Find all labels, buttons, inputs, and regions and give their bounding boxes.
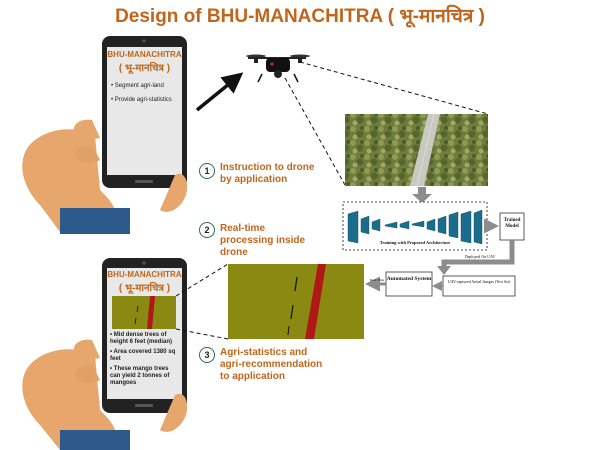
bottom-app-name: BHU-MANACHITRA	[107, 270, 182, 279]
real-time-label: Real Time	[369, 278, 385, 282]
nn-layer-block	[399, 220, 410, 230]
nn-layer-block	[437, 215, 447, 235]
automated-system-box	[385, 271, 433, 297]
nn-layer-block	[347, 210, 359, 244]
bottom-app-name-hindi: ( भू-मानचित्र )	[118, 283, 171, 294]
bottom-bullet-1: • Mid dense trees of height 6 feet (medi…	[110, 332, 173, 345]
bottom-phone-stats: • Mid dense trees of height 6 feet (medi…	[110, 332, 180, 387]
nn-layer-block	[411, 220, 425, 228]
phone-segmentation-map	[112, 296, 176, 329]
trained-model-label: Trained Model	[503, 218, 521, 229]
nn-caption: Training with Proposed Architecture	[379, 240, 451, 245]
aerial-image	[345, 113, 488, 187]
nn-layer-block	[426, 218, 436, 232]
top-app-name: BHU-MANACHITRA	[107, 50, 182, 59]
top-thumb	[160, 173, 188, 212]
arrow-model-to-system-head	[437, 266, 451, 275]
top-phone-screen: BHU-MANACHITRA ( भू-मानचित्र ) • Segment…	[107, 50, 182, 104]
bottom-bullet-2: • Area covered 1380 sq feet	[110, 349, 176, 362]
view-line-right	[299, 61, 489, 115]
page-title: Design of BHU-MANACHITRA ( भू-मानचित्र )	[115, 6, 485, 27]
output-line-top	[175, 263, 229, 297]
deployed-label: Deployed On UAV	[464, 254, 496, 259]
bottom-bullet-3: • These mango trees can yield 2 tonnes o…	[110, 366, 170, 386]
nn-layer-block	[360, 215, 370, 235]
bottom-thumb	[160, 393, 188, 432]
nn-layer-block	[460, 210, 472, 244]
top-bullet-1: • Segment agri-land	[111, 83, 164, 89]
top-app-name-hindi: ( भू-मानचित्र )	[118, 63, 171, 74]
uav-images-label: UAV-captured Aerial Images (Test Set)	[447, 279, 511, 284]
trained-model-box	[499, 212, 525, 241]
bottom-hand	[22, 339, 130, 450]
arrow-model-to-system	[441, 240, 515, 268]
top-bullet-2: • Provide agri-statistics	[111, 97, 172, 103]
step-2-number: 2	[199, 222, 215, 238]
segmentation-output	[228, 264, 364, 339]
nn-layer-block	[371, 218, 381, 232]
arrow-phone-to-drone	[195, 72, 244, 112]
top-hand	[22, 119, 130, 234]
automated-system-label: Automated System	[386, 276, 432, 282]
step-1-text: Instruction to drone by application	[220, 162, 315, 185]
nn-layer-block	[448, 211, 459, 239]
step-2-text: Real-time processing inside drone	[220, 223, 306, 258]
nn-layers	[347, 209, 483, 245]
step-3-text: Agri-statistics and agri-recommendation …	[220, 347, 323, 382]
step-3-number: 3	[199, 347, 215, 363]
step-1-number: 1	[199, 163, 215, 179]
bottom-phone-screen: BHU-MANACHITRA ( भू-मानचित्र )	[107, 270, 182, 294]
top-phone	[102, 36, 187, 188]
output-line-bottom	[175, 328, 229, 340]
arrow-aerial-to-nn	[412, 187, 432, 203]
nn-layer-block	[384, 221, 398, 229]
drone-icon	[246, 54, 310, 83]
nn-layer-block	[473, 209, 483, 245]
